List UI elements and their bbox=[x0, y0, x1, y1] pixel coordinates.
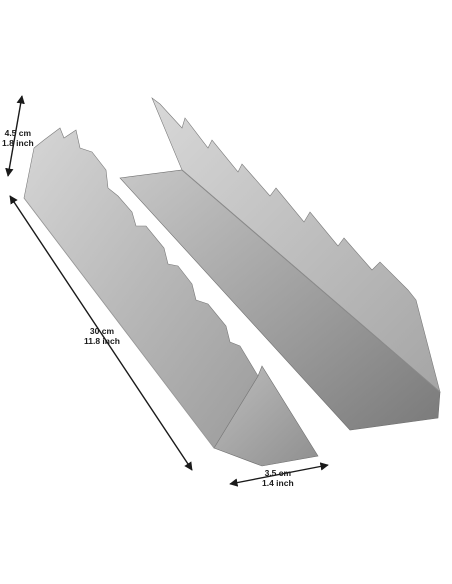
height-label: 4.5 cm 1.8 inch bbox=[2, 128, 34, 148]
width-imperial: 1.4 inch bbox=[262, 478, 294, 488]
length-imperial: 11.8 inch bbox=[84, 336, 120, 346]
length-metric: 30 cm bbox=[89, 326, 115, 336]
height-arrow bbox=[5, 95, 25, 177]
right-rail-base bbox=[119, 169, 441, 431]
width-arrow bbox=[229, 462, 329, 487]
right-rail bbox=[119, 97, 441, 431]
height-metric: 4.5 cm bbox=[4, 128, 32, 138]
right-rail-serrated-face bbox=[151, 97, 441, 393]
length-arrow bbox=[9, 195, 193, 471]
length-label: 30 cm 11.8 inch bbox=[84, 326, 120, 346]
height-imperial: 1.8 inch bbox=[2, 138, 34, 148]
dimension-arrows bbox=[5, 95, 329, 487]
width-label: 3.5 cm 1.4 inch bbox=[262, 468, 294, 488]
width-metric: 3.5 cm bbox=[264, 468, 292, 478]
